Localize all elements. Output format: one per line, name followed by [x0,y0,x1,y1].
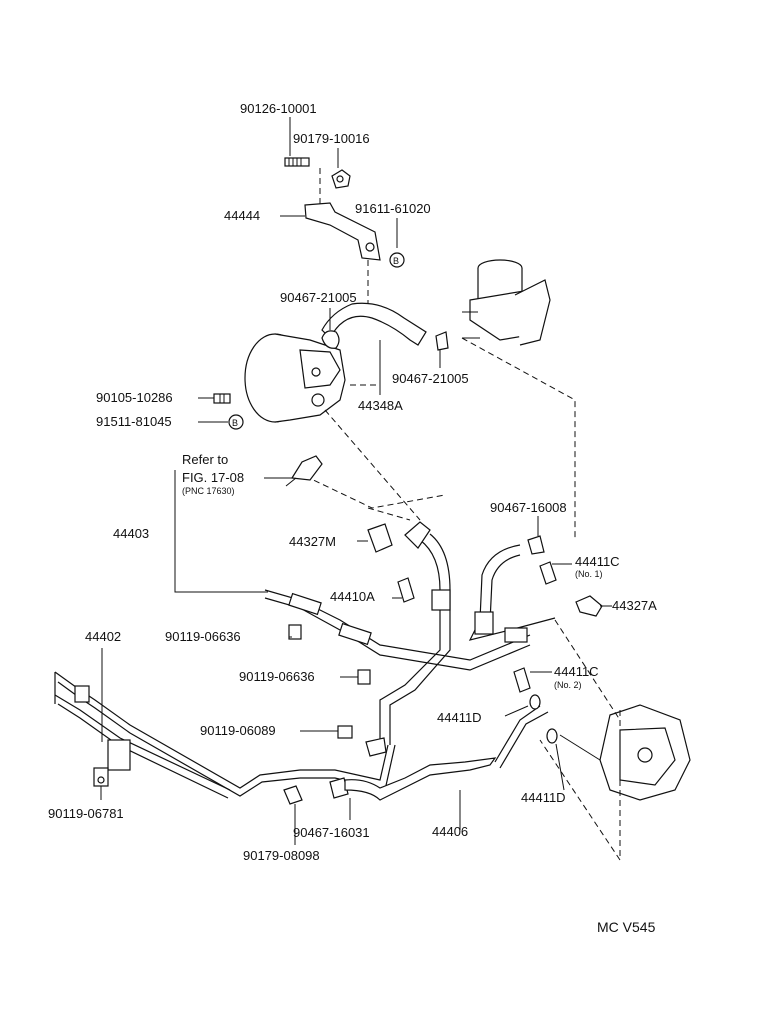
pump-reservoir [462,259,551,346]
clamp-90467-21005-a [321,330,340,349]
label-44348A: 44348A [358,398,403,413]
dash-reservoir-to-clamp [461,337,576,540]
label-90126-10001: 90126-10001 [240,101,317,116]
label-44411C-no2: 44411C [554,664,599,679]
label-44327M: 44327M [289,534,336,549]
leader-44411D-a [504,705,529,717]
grommet-44327A [575,595,603,617]
clip-90179-08098 [283,785,303,805]
leader-44403 [174,470,268,593]
hose-44410A [379,533,451,745]
gasket-44411D-b [546,728,558,744]
gasket-44411D-a [529,694,541,710]
pressure-switch [285,455,323,487]
grommet-44327M [367,523,393,553]
label-90119-06636-a: 90119-06636 [165,629,241,644]
bracket-44444 [304,202,381,261]
label-90119-06636-b: 90119-06636 [239,669,315,684]
label-44403: 44403 [113,526,149,541]
label-44410A: 44410A [330,589,375,604]
label-90179-10016: 90179-10016 [293,131,370,146]
power-steering-pump [244,333,346,423]
footer-code: MC V545 [597,919,656,935]
tube-44403 [264,589,531,671]
label-pnc: (PNC 17630) [182,486,235,496]
label-91511-81045: 91511-81045 [96,414,172,429]
bolt-90119-06636-b [357,669,371,685]
label-90467-16031: 90467-16031 [293,825,370,840]
label-44411D-b: 44411D [521,790,566,805]
label-90119-06089: 90119-06089 [200,723,276,738]
label-44411C-no1: 44411C [575,554,620,569]
clamp-90467-16031 [329,777,349,799]
dash-switch-2 [367,507,411,521]
label-44411D-a: 44411D [437,710,482,725]
label-90119-06781: 90119-06781 [48,806,124,821]
label-44327A: 44327A [612,598,657,613]
label-no1: (No. 1) [575,569,603,579]
label-90467-21005-b: 90467-21005 [392,371,469,386]
bolt-90119-06781 [93,767,109,787]
hose-44348A [321,302,427,346]
label-90467-16008: 90467-16008 [490,500,567,515]
label-90105-10286: 90105-10286 [96,390,173,405]
label-44406: 44406 [432,824,468,839]
marker-b-upper-label: B [393,256,399,266]
leader-44411D-b [555,743,565,791]
bolt-90119-06636-a [288,624,302,640]
label-90179-08098: 90179-08098 [243,848,320,863]
nut-90179-10016 [331,169,351,189]
cooler-tube-44402 [54,671,301,799]
label-44402: 44402 [85,629,121,644]
label-90467-21005-a: 90467-21005 [280,290,357,305]
marker-b-lower-label: B [232,418,238,428]
marker-b-lower: B [228,414,244,430]
union-44411C-no2 [513,667,531,693]
dash-pump-to-hose [324,409,421,521]
dash-switch-1 [304,475,446,509]
label-fig-ref: FIG. 17-08 [182,470,244,485]
steering-gear [559,704,691,801]
bolt-90105-10286 [213,393,231,404]
clamp-90467-21005-b [435,331,449,351]
bolt-90119-06089 [337,725,353,739]
hose-44406 [344,705,549,801]
hose-upper-return [468,544,556,643]
marker-b-upper: B [389,252,405,268]
union-44411C-no1 [539,561,557,585]
union-bolt-hose-end [404,521,431,549]
bolt-90126-10001 [284,157,310,167]
label-91611-61020: 91611-61020 [355,201,431,216]
label-44444: 44444 [224,208,260,223]
bolt-44410A [397,577,415,603]
label-no2: (No. 2) [554,680,582,690]
label-refer-to: Refer to [182,452,228,467]
dash-gear [539,710,621,862]
clamp-90467-16008 [527,535,545,555]
